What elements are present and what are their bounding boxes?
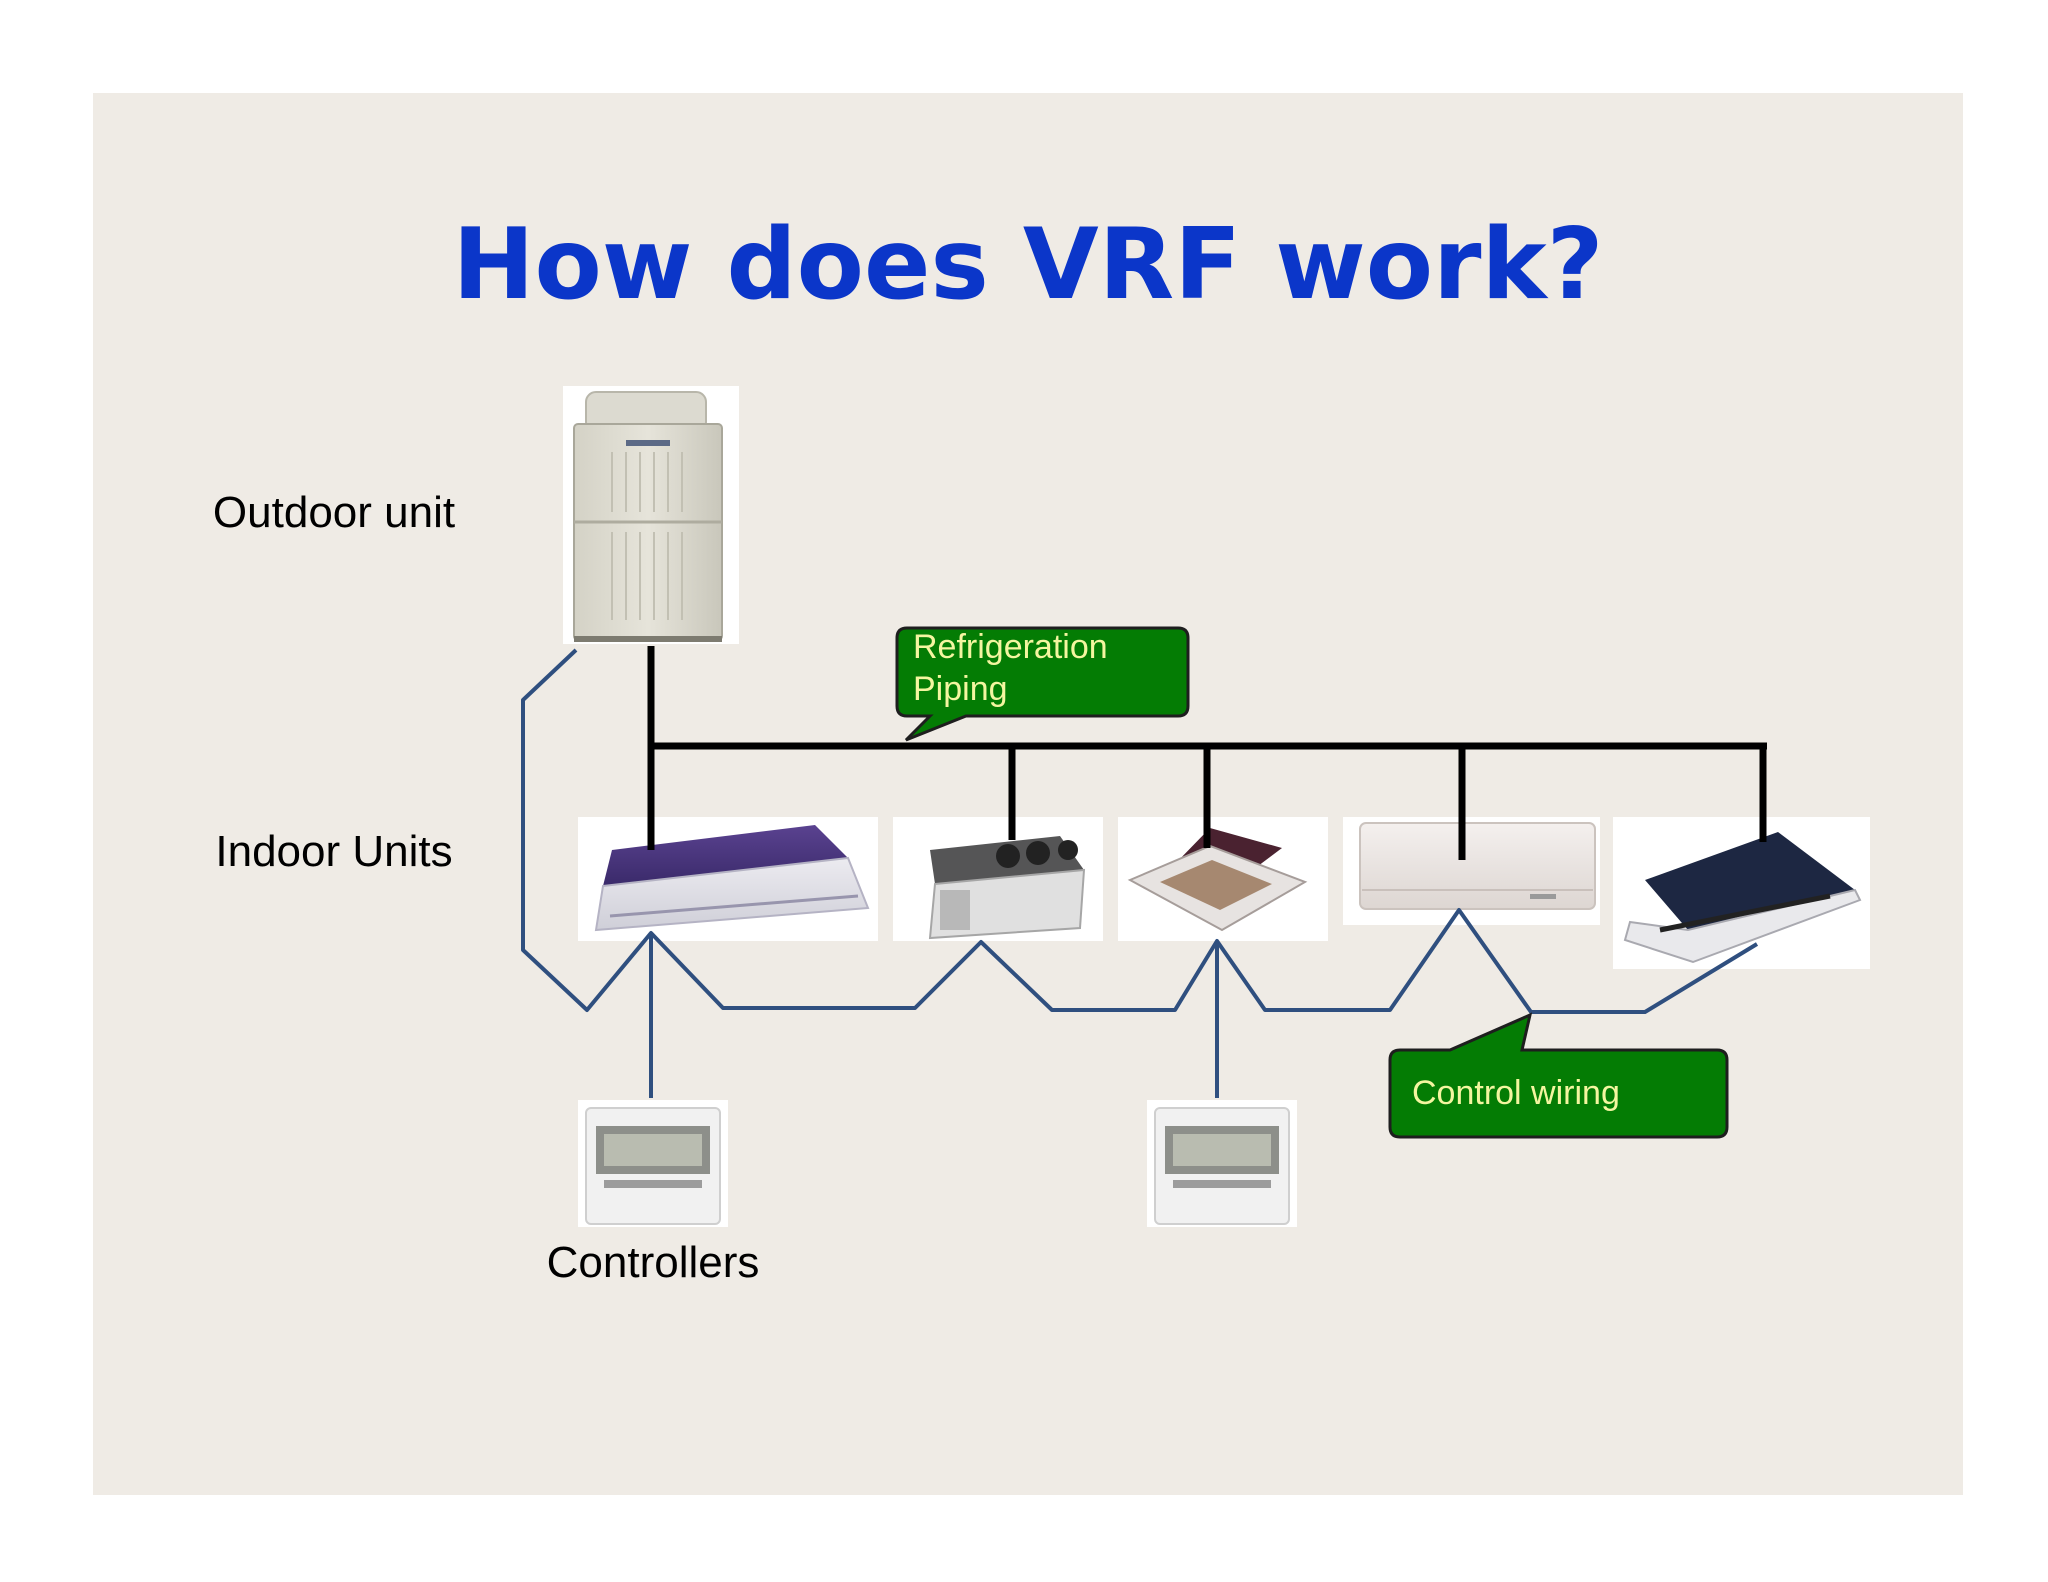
outdoor-condenser-icon bbox=[573, 391, 723, 642]
wall-controller-icon bbox=[1154, 1107, 1290, 1225]
control-wiring-callout-text: Control wiring bbox=[1412, 1074, 1620, 1112]
refrigeration-callout-line1: Refrigeration bbox=[913, 628, 1108, 666]
slide-title: How does VRF work? bbox=[453, 208, 1604, 322]
outdoor-unit-label: Outdoor unit bbox=[213, 488, 455, 537]
ceiling-cassette-2way-icon bbox=[1623, 832, 1862, 964]
refrigeration-callout-line2: Piping bbox=[913, 670, 1008, 708]
indoor-units-label: Indoor Units bbox=[215, 827, 452, 876]
refrigeration-piping-callout: Refrigeration Piping bbox=[895, 626, 1190, 742]
ceiling-cassette-4way-icon bbox=[1127, 828, 1308, 932]
wall-mounted-unit-icon bbox=[1359, 822, 1596, 910]
control-wiring-lines bbox=[521, 648, 1759, 1098]
wall-controller-icon bbox=[585, 1107, 721, 1225]
control-wiring-callout: Control wiring bbox=[1388, 1012, 1729, 1139]
refrigeration-piping-lines bbox=[647, 646, 1767, 860]
ceiling-cassette-1way-icon bbox=[594, 825, 870, 932]
slide-background bbox=[93, 93, 1963, 1495]
ducted-unit-icon bbox=[928, 836, 1086, 940]
controllers-label: Controllers bbox=[547, 1238, 760, 1287]
